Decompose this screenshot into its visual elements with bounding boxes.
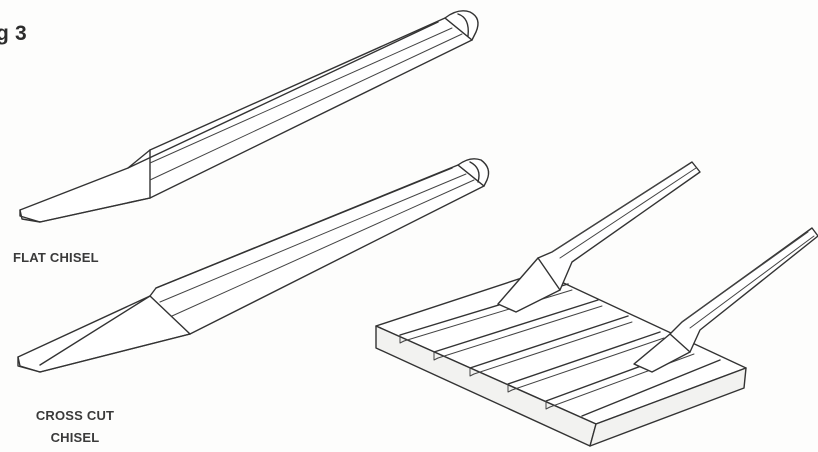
cross-cut-chisel-label: CROSS CUT CHISEL xyxy=(15,405,135,449)
flat-chisel-drawing xyxy=(19,10,479,223)
cross-cut-label-line1: CROSS CUT xyxy=(35,408,115,423)
cross-cut-chisel-drawing xyxy=(17,158,490,373)
cross-cut-label-line2: CHISEL xyxy=(50,430,100,445)
flat-chisel-label: FLAT CHISEL xyxy=(13,250,99,265)
grooved-block-with-chisels-drawing xyxy=(375,161,818,447)
figure-label: g 3 xyxy=(0,22,27,45)
